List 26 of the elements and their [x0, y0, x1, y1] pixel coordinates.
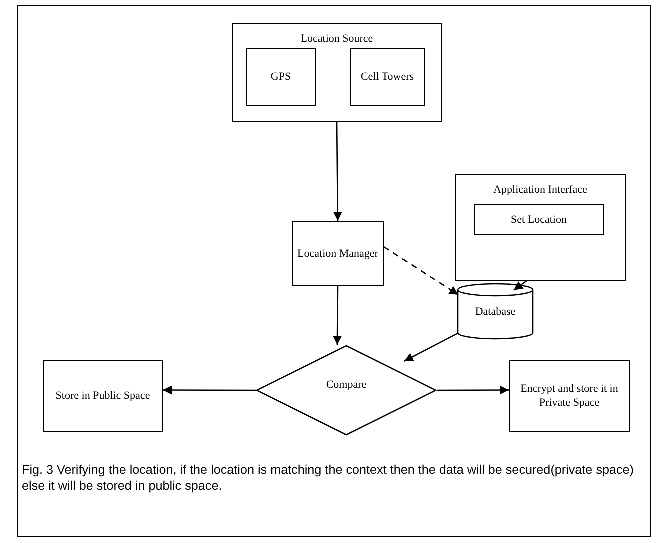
process-box	[509, 360, 630, 432]
process-box	[455, 174, 626, 281]
node-label: Cell Towers	[360, 70, 414, 84]
arrow	[437, 386, 509, 395]
process-box	[43, 360, 163, 432]
node-label: Location Manager	[298, 246, 378, 260]
arrow	[163, 386, 256, 395]
node-label: Database	[475, 304, 516, 318]
arrow	[514, 280, 528, 291]
node-label: Store in Public Space	[56, 389, 150, 403]
node-label: Encrypt and store it in Private Space	[520, 382, 620, 410]
node-label: Compare	[326, 378, 367, 392]
arrow	[333, 122, 342, 221]
process-box	[232, 23, 442, 122]
box-heading: Application Interface	[494, 183, 588, 197]
arrow	[333, 286, 342, 345]
arrow	[404, 332, 459, 362]
process-box	[350, 48, 425, 106]
arrow	[384, 246, 459, 296]
node-label: GPS	[270, 70, 292, 84]
process-box	[246, 48, 316, 106]
figure-caption: Fig. 3 Verifying the location, if the location is matching the context then the data will be secured(private space) else it will be stored in public space.	[22, 462, 634, 494]
process-box	[474, 204, 604, 235]
process-box	[292, 221, 384, 286]
node-label: Set Location	[511, 212, 567, 226]
box-heading: Location Source	[300, 32, 374, 46]
